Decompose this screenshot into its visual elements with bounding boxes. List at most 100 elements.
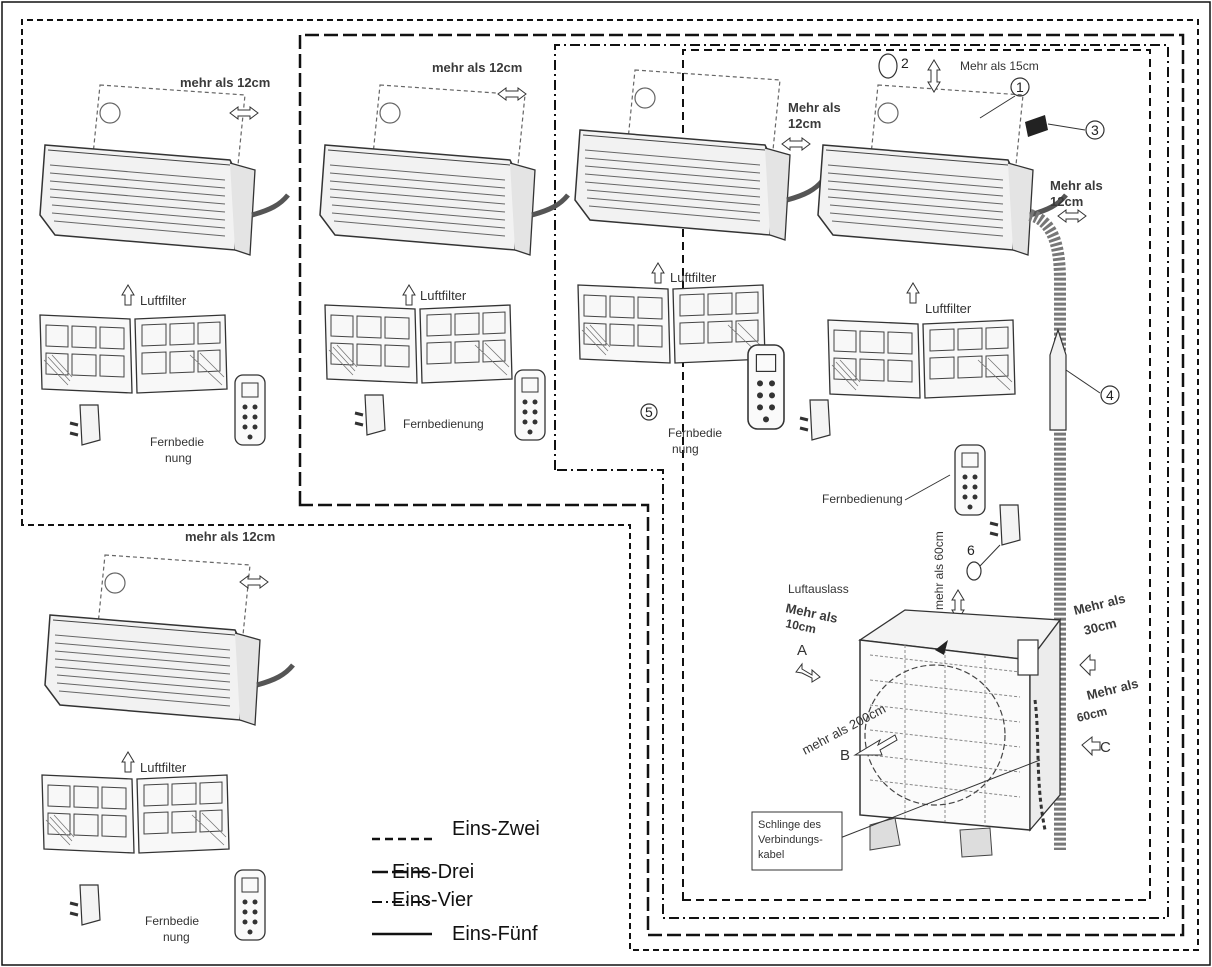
connecting-pipe (1028, 209, 1066, 850)
air-filter-4 (827, 319, 1016, 399)
legend-label-eins-drei: Eins-Drei (392, 861, 474, 883)
number-5: 5 (645, 404, 653, 420)
double-arrow-icon (229, 106, 259, 120)
remote-label-4: Fernbedienung (822, 492, 903, 506)
double-arrow-icon (239, 575, 269, 589)
up-arrow-icon (121, 284, 135, 306)
number-3: 3 (1091, 122, 1099, 138)
remote-label-1b: nung (165, 451, 192, 465)
remote-control-1 (234, 374, 266, 446)
arrow-icon (1081, 735, 1101, 757)
clearance-label-5: mehr als 12cm (185, 529, 275, 544)
air-filter-2 (324, 304, 513, 384)
number-marker-3 (1085, 120, 1105, 140)
clearance-label-1: mehr als 12cm (180, 75, 270, 90)
number-marker-4 (1100, 385, 1120, 405)
remote-label-3a: Fernbedie (668, 426, 722, 440)
remote-control-3 (747, 344, 785, 430)
panel-4: 2 Mehr als 15cm 1 3 Mehr als 12cm Mehr a… (751, 53, 1140, 871)
remote-holder-2 (353, 393, 387, 437)
remote-holder-3 (798, 398, 832, 442)
clearance-left-val: 12cm (788, 116, 821, 131)
air-filter-3 (577, 284, 766, 364)
arrow-icon (853, 734, 898, 756)
legend: Eins-Zwei Eins-Drei Eins-Vier Eins-Fünf (372, 818, 540, 945)
double-arrow-icon (795, 662, 821, 683)
leader-line (1047, 123, 1086, 131)
side-a-label: A (797, 642, 807, 659)
remote-control-5 (234, 869, 266, 941)
number-1: 1 (1016, 79, 1024, 95)
number-2: 2 (901, 55, 909, 71)
clearance-side-val: 60cm (1075, 704, 1108, 725)
number-6: 6 (967, 542, 975, 558)
number-marker-5 (640, 403, 658, 421)
filter-label-1: Luftfilter (140, 293, 187, 308)
side-c-label: C (1100, 739, 1111, 756)
boundary-eins-zwei (21, 19, 1199, 951)
remote-label-2: Fernbedienung (403, 417, 484, 431)
legend-label-eins-fuenf: Eins-Fünf (452, 923, 538, 945)
air-filter-1 (39, 314, 228, 394)
airflow-arrow-icon (935, 640, 948, 655)
cable-loop (1033, 699, 1047, 831)
callout-line-3: kabel (758, 849, 784, 861)
number-4: 4 (1106, 387, 1114, 403)
remote-label-5a: Fernbedie (145, 914, 199, 928)
leader-line (1065, 369, 1101, 394)
filter-label-4: Luftfilter (925, 301, 972, 316)
arrow-icon (1079, 653, 1096, 677)
air-outlet-label: Luftauslass (788, 582, 849, 596)
leader-line (904, 474, 951, 501)
callout-box (751, 811, 843, 871)
double-arrow-icon (781, 137, 811, 151)
vertical-arrow-icon (951, 589, 965, 621)
callout-line-1: Schlinge des (758, 819, 821, 831)
double-arrow-icon (497, 87, 527, 101)
clearance-left-cap: Mehr als (788, 100, 841, 115)
indoor-unit-3 (575, 70, 823, 240)
outdoor-grille (869, 645, 1021, 826)
indoor-unit-2 (320, 85, 568, 255)
pipe-insulation (1025, 115, 1048, 137)
pipe-clamp (1049, 328, 1067, 431)
boundary-eins-drei (298, 33, 1185, 937)
filter-label-2: Luftfilter (420, 288, 467, 303)
number-marker-2 (878, 53, 898, 79)
leader-line (979, 95, 1016, 119)
up-arrow-icon (906, 282, 920, 304)
outdoor-fan (864, 664, 1006, 806)
clearance-back-val: 30cm (1082, 615, 1118, 638)
clearance-back-cap: Mehr als (1072, 591, 1127, 618)
filter-label-3: Luftfilter (670, 270, 717, 285)
side-b-label: B (840, 747, 850, 764)
air-filter-5 (41, 774, 230, 854)
number-marker-6 (966, 561, 982, 581)
remote-holder-4 (988, 503, 1022, 547)
clearance-right-val: 12cm (1050, 194, 1083, 209)
panel-3: Luftfilter 5 Fernbedie nung (575, 70, 832, 456)
service-panel (1017, 639, 1039, 676)
panel-5: mehr als 12cm Luftfilter Fernbedie nung (41, 529, 293, 944)
callout-line-2: Verbindungs- (758, 834, 823, 846)
panel-2: mehr als 12cm Luftfilter Fernbedienung (320, 60, 568, 441)
clearance-front-val: 10cm (784, 616, 817, 636)
number-marker-1 (1010, 77, 1030, 97)
double-arrow-icon (1057, 209, 1087, 223)
up-arrow-icon (121, 751, 135, 773)
leader-line (839, 759, 1041, 839)
vertical-arrow-icon (927, 59, 941, 93)
panel-1: mehr als 12cm Luftfilter Fernbedie nung (40, 75, 288, 465)
remote-label-5b: nung (163, 930, 190, 944)
indoor-unit-4 (818, 85, 1066, 255)
clearance-label-2: mehr als 12cm (432, 60, 522, 75)
filter-label-5: Luftfilter (140, 760, 187, 775)
remote-label-3b: nung (672, 442, 699, 456)
up-arrow-icon (402, 284, 416, 306)
clearance-right-cap: Mehr als (1050, 178, 1103, 193)
legend-label-eins-vier: Eins-Vier (392, 889, 473, 911)
clearance-top: Mehr als 15cm (960, 59, 1039, 73)
